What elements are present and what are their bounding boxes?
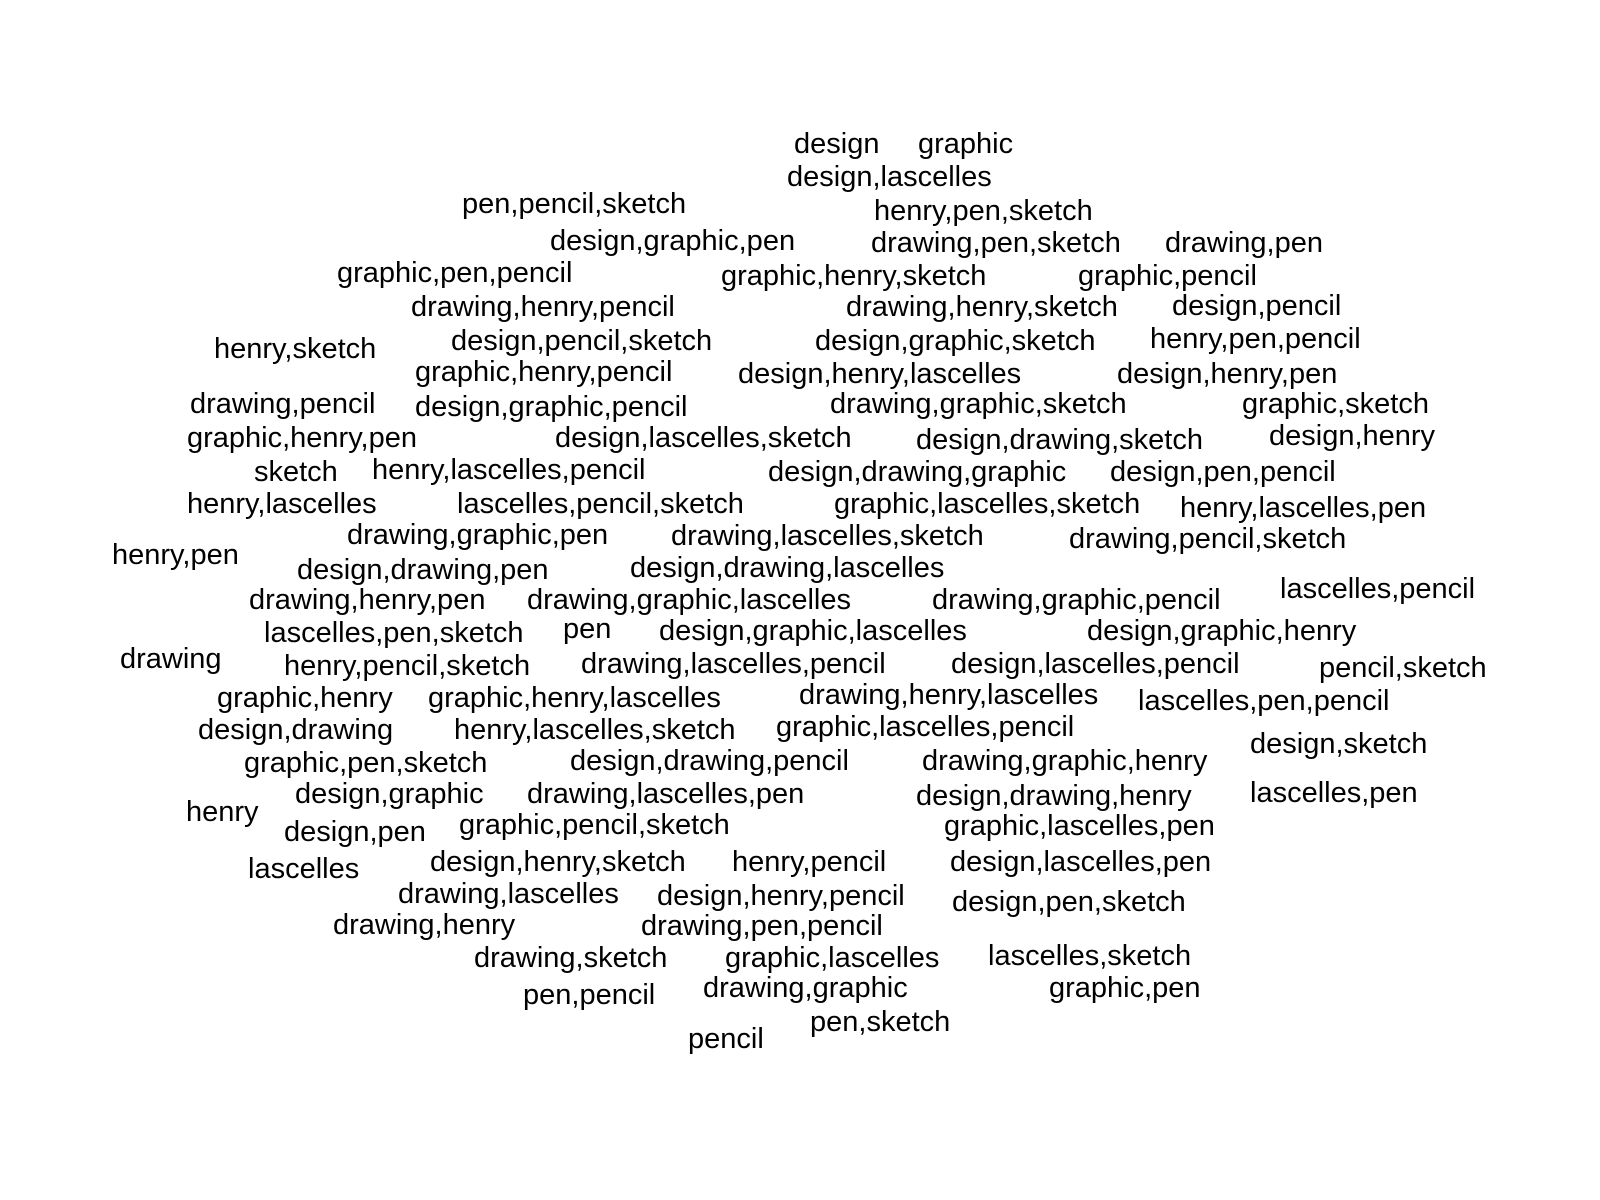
- cloud-word: pen,sketch: [810, 1006, 951, 1038]
- cloud-word: design,graphic,pencil: [415, 391, 688, 423]
- cloud-word: graphic,pencil: [1078, 260, 1257, 292]
- cloud-word: graphic,pencil,sketch: [459, 809, 730, 841]
- cloud-word: graphic,henry,pen: [187, 422, 418, 454]
- cloud-word: drawing,henry,sketch: [846, 291, 1118, 323]
- cloud-word: henry,lascelles,pencil: [372, 454, 646, 486]
- cloud-word: drawing,pen,pencil: [641, 910, 883, 942]
- cloud-word: design,drawing,graphic: [768, 456, 1067, 488]
- cloud-word: lascelles,pen: [1250, 777, 1418, 809]
- cloud-word: design,drawing,pencil: [570, 745, 849, 777]
- cloud-word: henry,pen,sketch: [874, 195, 1093, 227]
- cloud-word: drawing,henry,lascelles: [799, 679, 1099, 711]
- cloud-word: design,graphic: [295, 778, 484, 810]
- cloud-word: drawing,graphic,pencil: [932, 584, 1221, 616]
- cloud-word: design,drawing,henry: [916, 780, 1192, 812]
- cloud-word: drawing,pencil: [190, 388, 376, 420]
- cloud-word: drawing,lascelles,sketch: [671, 520, 984, 552]
- cloud-word: graphic,lascelles,sketch: [834, 488, 1141, 520]
- cloud-word: henry,pen: [112, 539, 239, 571]
- cloud-word: design,drawing,pen: [297, 554, 549, 586]
- cloud-word: design,lascelles,pencil: [951, 648, 1240, 680]
- cloud-word: lascelles,pen,pencil: [1138, 685, 1390, 717]
- cloud-word: henry: [186, 796, 259, 828]
- cloud-word: henry,lascelles,pen: [1180, 492, 1427, 524]
- cloud-word: design,henry,pencil: [657, 880, 905, 912]
- cloud-word: henry,sketch: [214, 333, 377, 365]
- cloud-word: design,henry,pen: [1117, 358, 1338, 390]
- cloud-word: design,graphic,pen: [550, 225, 796, 257]
- cloud-word: pen,pencil,sketch: [462, 188, 687, 220]
- cloud-word: design,henry,sketch: [430, 846, 686, 878]
- cloud-word: graphic,lascelles,pencil: [776, 711, 1075, 743]
- cloud-word: pen: [563, 613, 612, 645]
- cloud-word: drawing: [120, 643, 222, 675]
- cloud-word: lascelles,pencil: [1280, 573, 1476, 605]
- cloud-word: pencil: [688, 1023, 764, 1055]
- cloud-word: design,pen,sketch: [952, 886, 1186, 918]
- cloud-word: drawing,lascelles: [398, 878, 619, 910]
- cloud-word: drawing,sketch: [474, 942, 668, 974]
- cloud-word: design,henry: [1269, 420, 1436, 452]
- cloud-word: graphic,henry,sketch: [721, 260, 987, 292]
- cloud-word: design,lascelles,pen: [950, 846, 1212, 878]
- cloud-word: design,drawing,sketch: [916, 424, 1203, 456]
- cloud-word: design,graphic,lascelles: [659, 615, 967, 647]
- cloud-word: design,graphic,henry: [1087, 615, 1357, 647]
- cloud-word: graphic,pen: [1049, 972, 1201, 1004]
- cloud-word: graphic: [918, 128, 1014, 160]
- cloud-word: drawing,pen: [1165, 227, 1323, 259]
- cloud-word: henry,pencil,sketch: [284, 650, 531, 682]
- cloud-word: henry,lascelles: [187, 488, 377, 520]
- cloud-word: henry,pen,pencil: [1150, 323, 1361, 355]
- cloud-word: pencil,sketch: [1319, 652, 1487, 684]
- cloud-word: henry,pencil: [732, 846, 887, 878]
- cloud-word: drawing,pen,sketch: [871, 227, 1121, 259]
- cloud-word: drawing,pencil,sketch: [1069, 523, 1347, 555]
- cloud-word: graphic,sketch: [1242, 388, 1429, 420]
- cloud-word: design,pen,pencil: [1110, 456, 1336, 488]
- cloud-word: design,lascelles: [787, 161, 992, 193]
- cloud-word: drawing,graphic,pen: [347, 519, 609, 551]
- cloud-word: design,sketch: [1250, 728, 1428, 760]
- cloud-word: drawing,graphic,sketch: [830, 388, 1127, 420]
- cloud-word: design: [794, 128, 880, 160]
- cloud-word: design,pencil: [1172, 290, 1342, 322]
- cloud-word: graphic,henry: [217, 682, 393, 714]
- cloud-word: graphic,lascelles,pen: [944, 810, 1215, 842]
- cloud-word: pen,pencil: [523, 979, 656, 1011]
- cloud-word: drawing,henry,pencil: [411, 291, 675, 323]
- cloud-word: design,pen: [284, 816, 426, 848]
- cloud-word: drawing,lascelles,pen: [527, 778, 805, 810]
- cloud-word: drawing,graphic: [703, 972, 908, 1004]
- cloud-word: drawing,henry: [333, 909, 516, 941]
- cloud-word: lascelles: [248, 853, 360, 885]
- cloud-word: drawing,graphic,lascelles: [527, 584, 851, 616]
- cloud-word: lascelles,pencil,sketch: [457, 488, 744, 520]
- cloud-word: design,drawing: [198, 714, 394, 746]
- cloud-word: design,drawing,lascelles: [630, 552, 945, 584]
- cloud-word: lascelles,sketch: [988, 940, 1192, 972]
- cloud-word: graphic,henry,pencil: [415, 356, 673, 388]
- cloud-word: graphic,pen,sketch: [244, 747, 488, 779]
- cloud-word: sketch: [254, 456, 338, 488]
- cloud-word: graphic,pen,pencil: [337, 257, 573, 289]
- cloud-word: henry,lascelles,sketch: [454, 714, 736, 746]
- cloud-word: graphic,henry,lascelles: [428, 682, 721, 714]
- cloud-word: design,henry,lascelles: [738, 358, 1022, 390]
- cloud-word: design,graphic,sketch: [815, 325, 1096, 357]
- cloud-word: design,lascelles,sketch: [555, 422, 852, 454]
- cloud-word: graphic,lascelles: [725, 942, 940, 974]
- cloud-word: drawing,lascelles,pencil: [581, 648, 886, 680]
- cloud-word: lascelles,pen,sketch: [264, 617, 524, 649]
- cloud-word: design,pencil,sketch: [451, 325, 713, 357]
- cloud-word: drawing,graphic,henry: [922, 745, 1208, 777]
- cloud-word: drawing,henry,pen: [249, 584, 486, 616]
